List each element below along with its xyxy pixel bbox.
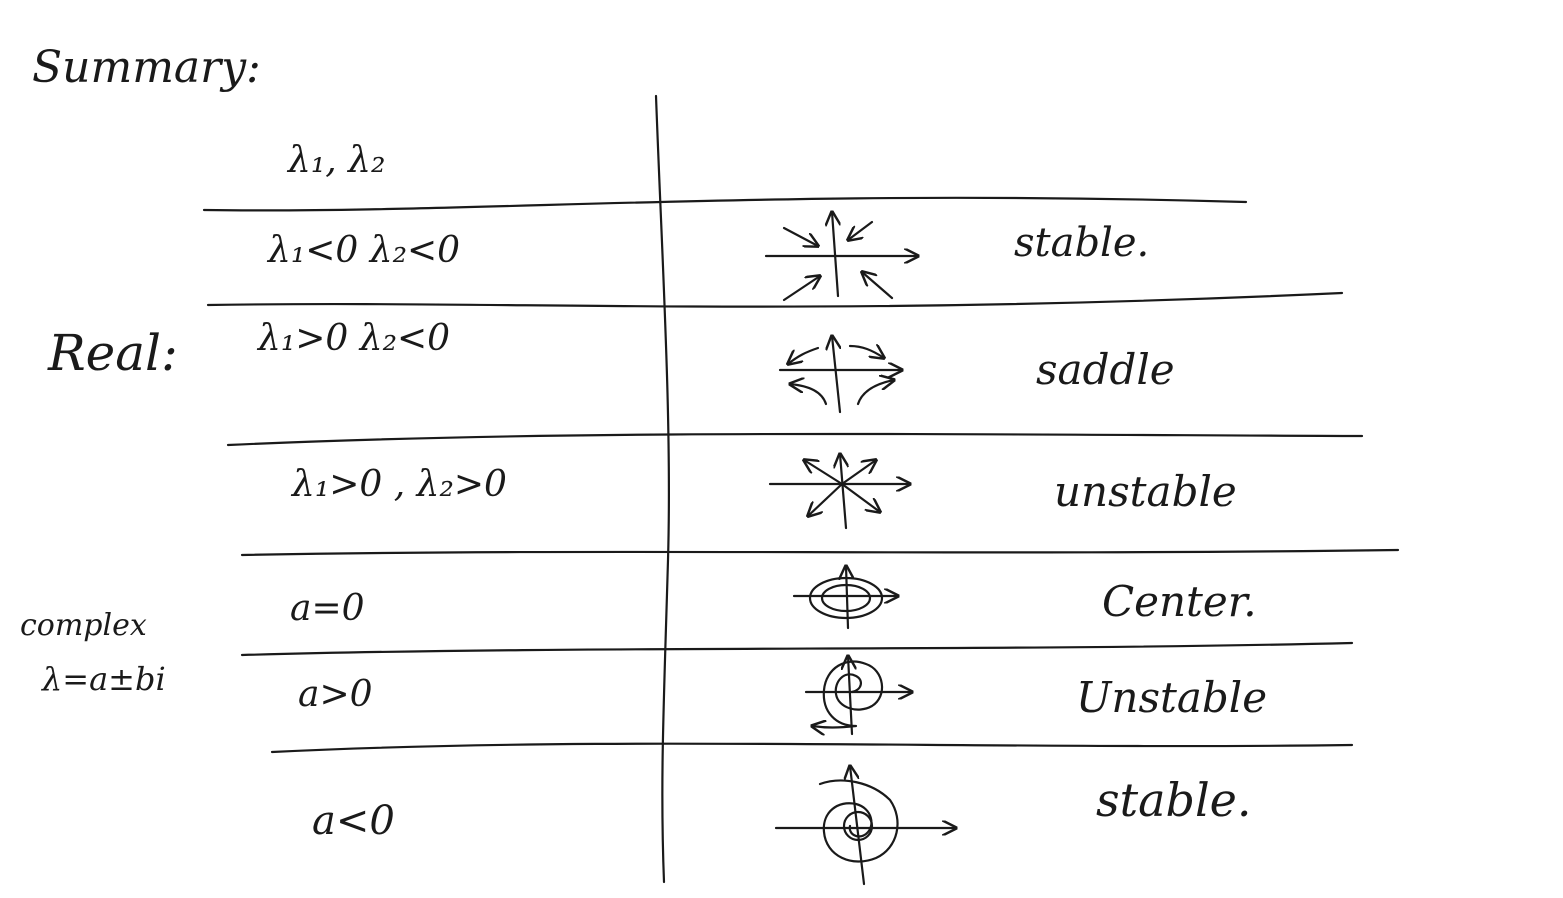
page-title: Summary: [32, 42, 261, 93]
row-classification: saddle [1036, 345, 1175, 394]
row-divider [270, 742, 1354, 754]
complex-form-label: λ=a±bi [40, 660, 166, 698]
row-condition: a>0 [298, 674, 373, 715]
column-divider [654, 94, 671, 884]
row-divider [206, 291, 1344, 308]
unstable-spiral-icon [804, 656, 912, 734]
row-condition: a=0 [290, 588, 365, 629]
row-condition: λ₁>0 , λ₂>0 [290, 464, 507, 505]
row-condition: λ₁<0 λ₂<0 [266, 230, 460, 271]
row-condition: a<0 [312, 798, 395, 844]
row-classification: Center. [1102, 577, 1257, 626]
eigen-header-label: λ₁, λ₂ [286, 140, 385, 181]
center-icon [792, 566, 898, 630]
row-classification: stable. [1014, 220, 1149, 266]
row-classification: stable. [1096, 773, 1252, 827]
saddle-icon [778, 336, 902, 414]
row-condition: λ₁>0 λ₂<0 [256, 318, 450, 359]
row-divider [240, 548, 1400, 557]
row-classification: Unstable [1076, 673, 1267, 722]
unstable-node-icon [768, 454, 910, 530]
complex-group-label: complex [20, 608, 147, 643]
row-divider [226, 432, 1364, 447]
stable-node-icon [764, 212, 918, 302]
stable-spiral-icon [774, 766, 956, 886]
real-group-label: Real: [47, 324, 178, 382]
row-classification: unstable [1054, 467, 1237, 516]
row-divider [240, 641, 1354, 657]
row-divider [202, 196, 1248, 212]
